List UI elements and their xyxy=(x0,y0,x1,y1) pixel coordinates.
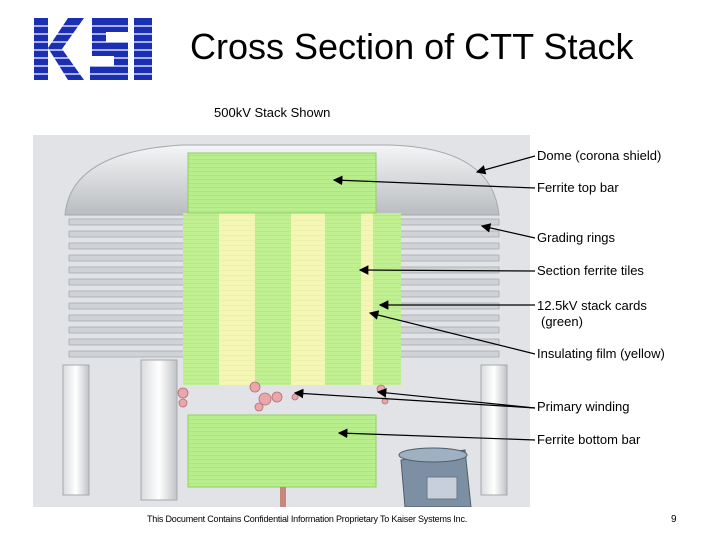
callout-stack-cards-line2: (green) xyxy=(541,314,583,329)
slide-subtitle: 500kV Stack Shown xyxy=(214,105,331,120)
callout-grading-rings-label: Grading rings xyxy=(537,230,616,245)
ksi-logo xyxy=(34,18,152,80)
page-number: 9 xyxy=(671,514,677,525)
callout-stack-cards-label: 12.5kV stack cards (green) xyxy=(537,298,647,330)
confidential-footer: This Document Contains Confidential Info… xyxy=(147,514,468,524)
callout-ferrite-bottom-label: Ferrite bottom bar xyxy=(537,432,641,447)
slide-title: Cross Section of CTT Stack xyxy=(190,26,634,67)
callout-insulating-film-label: Insulating film (yellow) xyxy=(537,346,665,361)
callout-ferrite-top-label: Ferrite top bar xyxy=(537,180,619,195)
callout-stack-cards-line1: 12.5kV stack cards xyxy=(537,298,647,313)
stack-cross-section-image xyxy=(33,135,530,507)
callout-section-ferrite-label: Section ferrite tiles xyxy=(537,263,644,278)
callout-dome-label: Dome (corona shield) xyxy=(537,148,662,163)
callout-primary-winding-label: Primary winding xyxy=(537,399,630,414)
